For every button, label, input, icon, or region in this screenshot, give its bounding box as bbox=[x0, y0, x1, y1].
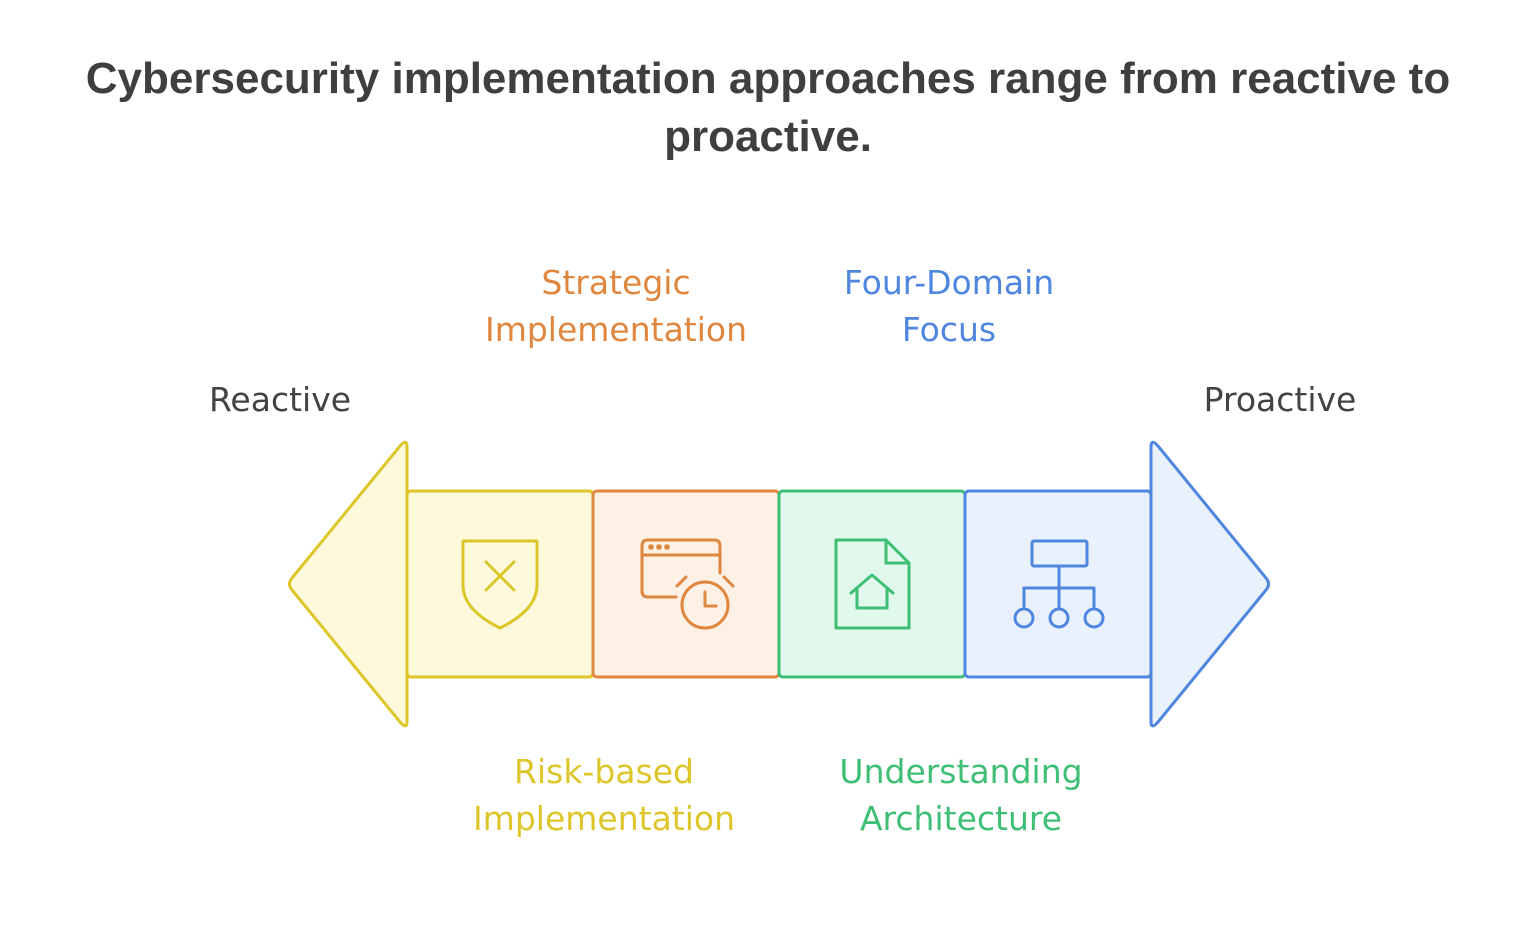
left-arrow-head bbox=[288, 440, 409, 728]
reactive-label: Reactive bbox=[208, 380, 352, 419]
page-title: Cybersecurity implementation approaches … bbox=[85, 54, 1451, 161]
document-home-icon bbox=[834, 538, 911, 630]
stage-box-strategic bbox=[591, 489, 781, 679]
shield-x-icon bbox=[461, 539, 539, 630]
stage-label-four-domain: Four-Domain Focus bbox=[843, 263, 1055, 349]
stage-box-understanding bbox=[777, 489, 967, 679]
browser-clock-icon bbox=[640, 538, 735, 630]
stage-label-strategic: Strategic Implementation bbox=[484, 263, 748, 349]
hierarchy-icon bbox=[1013, 539, 1105, 629]
proactive-label: Proactive bbox=[1203, 380, 1357, 419]
stage-label-risk-based: Risk-based Implementation bbox=[472, 752, 736, 838]
stage-label-understanding: Understanding Architecture bbox=[839, 752, 1083, 838]
stage-box-risk-based bbox=[405, 489, 595, 679]
right-arrow-head bbox=[1149, 440, 1270, 728]
